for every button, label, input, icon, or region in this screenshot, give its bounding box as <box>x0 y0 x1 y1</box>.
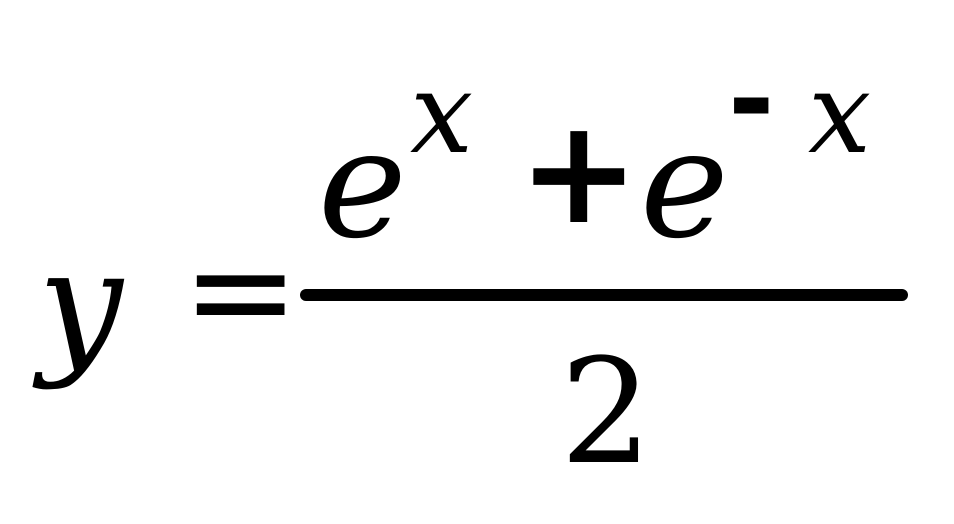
fraction-bar <box>300 289 908 301</box>
numerator-term1-exponent: x <box>410 49 474 179</box>
numerator-term2-exponent: x <box>808 49 872 179</box>
denominator: 2 <box>560 328 653 497</box>
lhs-variable-y: y <box>38 218 123 392</box>
numerator-term2-exponent-sign: - <box>728 35 775 165</box>
numerator-term2-base: e <box>640 98 729 272</box>
plus-sign: + <box>518 88 640 257</box>
equals-sign: = <box>182 210 300 373</box>
numerator-term1-base: e <box>318 98 407 272</box>
